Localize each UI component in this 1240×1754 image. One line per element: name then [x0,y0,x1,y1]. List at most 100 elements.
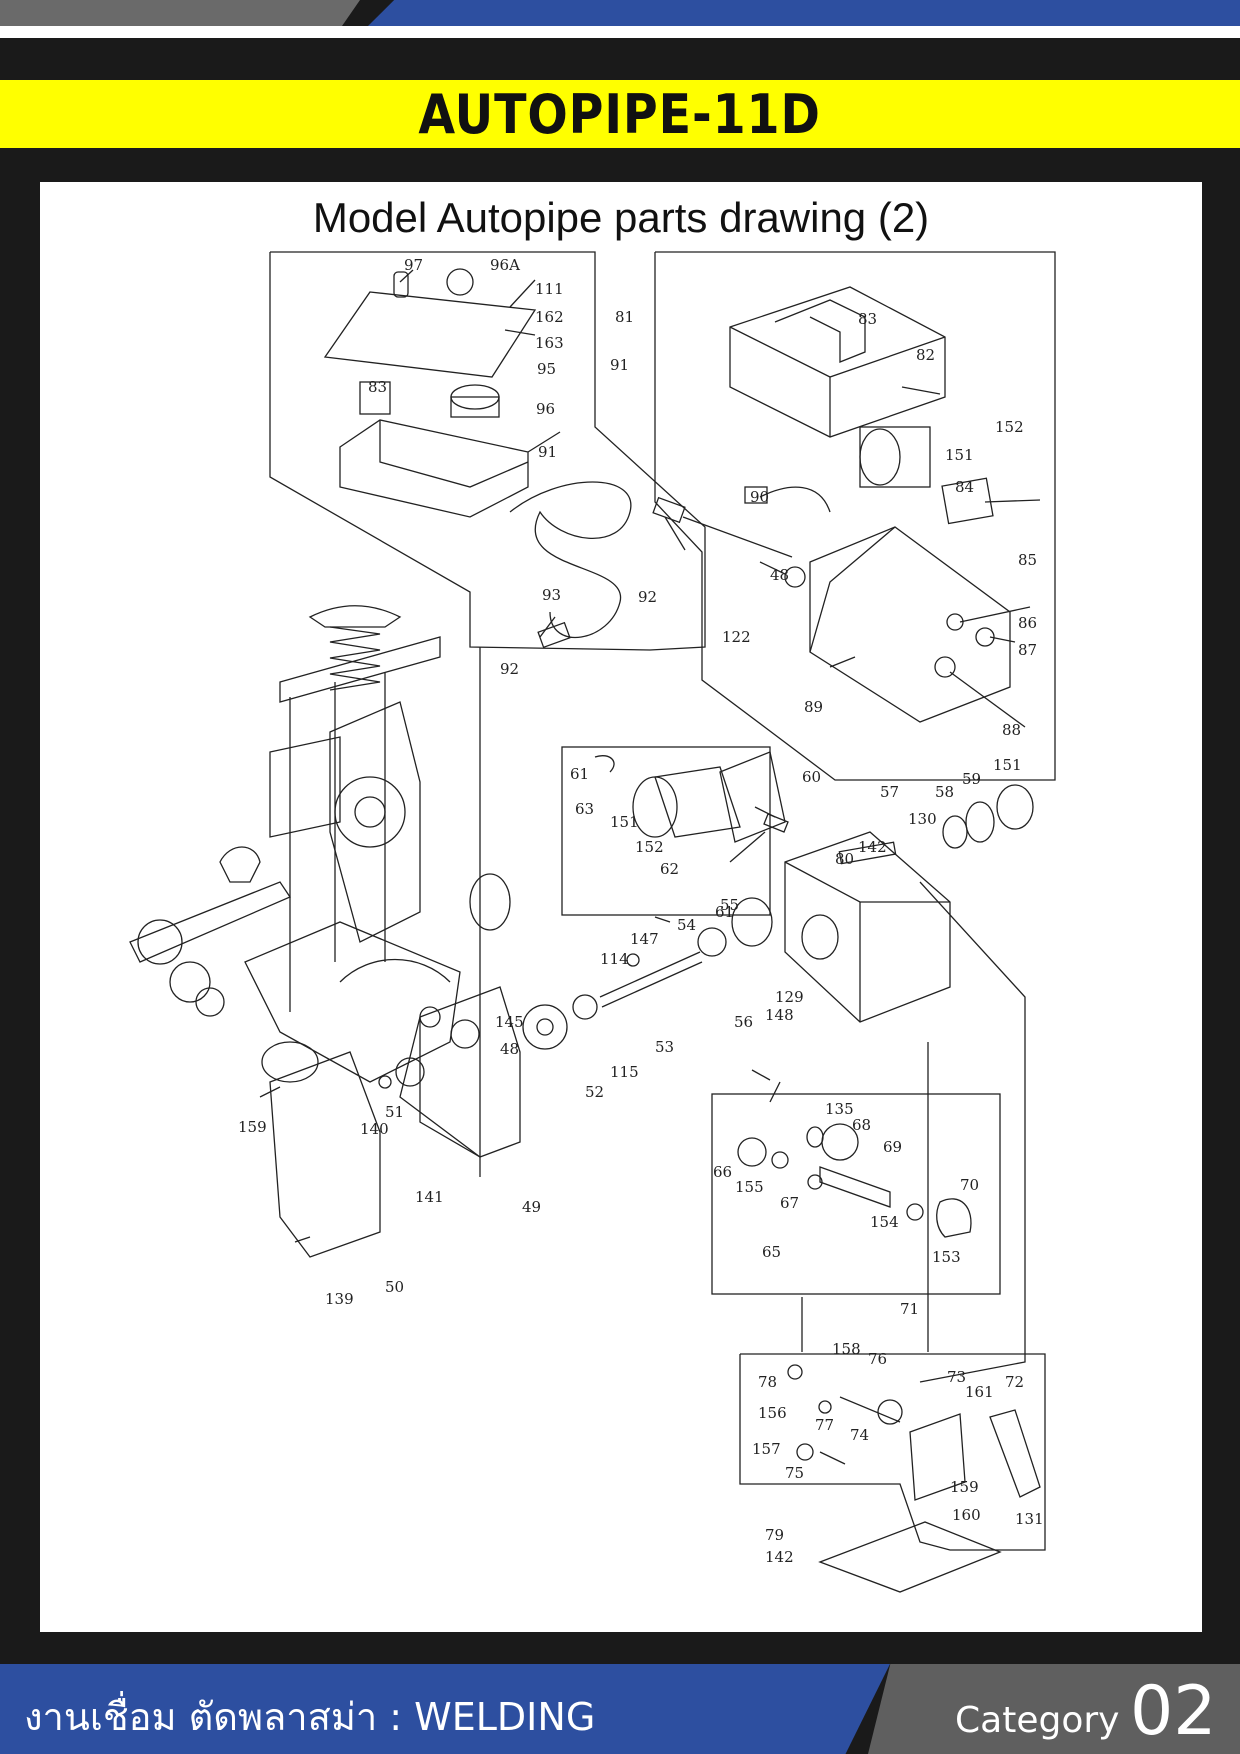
label-161: 161 [965,1383,994,1401]
bearing-115 [572,994,598,1020]
label-95: 95 [537,360,556,378]
label-115: 115 [610,1063,639,1081]
label-69: 69 [883,1138,902,1156]
control-panel-plate [323,291,537,378]
label-141: 141 [415,1188,444,1206]
plate-80 [838,841,897,865]
label-62: 62 [660,860,679,878]
cam-74 [877,1399,903,1425]
label-163: 163 [535,334,564,352]
label-114: 114 [600,950,629,968]
coupling-55 [731,897,773,947]
label-131: 131 [1015,1510,1044,1528]
label-59: 59 [962,770,981,788]
clamp-knob [219,846,261,883]
label-63: 63 [575,800,594,818]
label-92-right: 92 [638,588,657,606]
label-89: 89 [804,698,823,716]
label-83-switch: 83 [368,378,387,396]
clip-63 [594,755,615,773]
bushing-135 [806,1126,824,1148]
transformer-84 [859,426,931,488]
label-151-motor: 151 [610,813,639,831]
torch-holder-2 [169,961,211,1003]
label-60: 60 [802,768,821,786]
top-banner-blue-stripe [368,0,1240,26]
label-78: 78 [758,1373,777,1391]
label-54: 54 [677,916,696,934]
knob-78 [787,1364,803,1380]
label-130: 130 [908,810,937,828]
connector-92-left [537,621,571,649]
gear-48 [450,1019,480,1049]
footer-blue-section [0,1664,890,1754]
column-housing [269,736,341,838]
label-159-right: 159 [950,1478,979,1496]
collar-54 [697,927,727,957]
category-label: Category [955,1700,1120,1741]
label-151-cover: 151 [993,756,1022,774]
label-162: 162 [535,308,564,326]
gearcase-bore [801,914,839,960]
wheel-left [261,1041,319,1083]
plate-73 [909,1413,966,1501]
label-53: 53 [655,1038,674,1056]
label-50: 50 [385,1278,404,1296]
footer-grey-section [868,1664,1240,1754]
motor-body-end [632,776,678,838]
label-48-power: 48 [770,566,789,584]
handle-83 [774,299,866,363]
label-72: 72 [1005,1373,1024,1391]
label-153: 153 [932,1248,961,1266]
control-box-91 [339,419,529,518]
label-139: 139 [325,1290,354,1308]
label-67: 67 [780,1194,799,1212]
pin-147 [654,916,671,923]
label-88: 88 [1002,721,1021,739]
label-111: 111 [535,280,564,298]
worm-69 [819,1166,891,1208]
label-52: 52 [585,1083,604,1101]
footer-category-text: งานเชื่อม ตัดพลาสม่า : WELDING [24,1695,596,1739]
cover-79 [818,1521,1002,1593]
label-76: 76 [868,1350,887,1368]
connector-line-2 [919,881,1026,1383]
label-74: 74 [850,1426,869,1444]
label-73: 73 [947,1368,966,1386]
label-156: 156 [758,1404,787,1422]
bearing-154 [906,1203,924,1221]
lever-72 [989,1409,1041,1498]
control-box-group-outline [269,251,706,651]
housing-70 [936,1198,972,1238]
cable-93 [509,481,632,639]
label-57: 57 [880,783,899,801]
label-49: 49 [522,1198,541,1216]
drawing-panel: Model Autopipe parts drawing (2) [40,182,1202,1632]
clutch-group-outline [739,1353,1046,1551]
power-box-group-outline [654,251,1056,781]
label-56: 56 [734,1013,753,1031]
gear-157 [796,1443,814,1461]
label-81: 81 [615,308,634,326]
label-68: 68 [852,1116,871,1134]
bearing-67 [807,1174,823,1190]
label-151-top: 151 [945,446,974,464]
gear-66 [737,1137,767,1167]
shaft-76 [839,1396,901,1423]
ring-58 [965,801,995,843]
control-knob-96a [446,268,474,296]
control-knob-97 [393,271,409,298]
collar-77 [818,1400,832,1414]
chassis-89 [809,526,1011,723]
knob-87 [975,627,995,647]
gear-51 [395,1057,425,1087]
torch-arm [129,881,291,963]
label-93: 93 [542,586,561,604]
label-84: 84 [955,478,974,496]
label-85: 85 [1018,551,1037,569]
label-142-bottom: 142 [765,1548,794,1566]
gear-housing [329,701,421,943]
label-97: 97 [404,256,423,274]
label-152-motor: 152 [635,838,664,856]
title-bar: AUTOPIPE-11D [0,80,1240,148]
